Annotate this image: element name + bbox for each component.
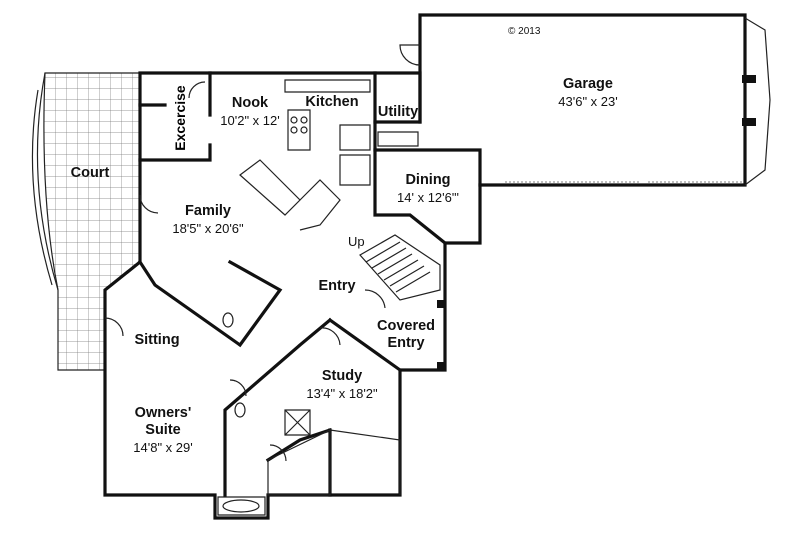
room-label-garage: Garage 43'6" x 23'	[558, 76, 617, 110]
cooktop-burner	[290, 126, 298, 134]
toilet	[234, 402, 246, 418]
shower	[284, 409, 311, 436]
room-name: Utility	[377, 104, 419, 120]
porch-post	[437, 362, 445, 370]
kitchen-counter	[284, 79, 371, 151]
room-dimensions: 14'8" x 29'	[133, 440, 193, 455]
room-label-entry: Entry	[318, 278, 355, 295]
room-label-utility: Utility	[378, 104, 418, 121]
garage-post	[742, 75, 756, 83]
cooktop-burner	[290, 116, 298, 124]
room-dimensions: 14' x 12'6"'	[397, 190, 459, 205]
room-name: Owners'	[134, 405, 192, 421]
room-label-dining: Dining 14' x 12'6"'	[397, 172, 459, 206]
room-name: Court	[70, 165, 110, 181]
room-name: Entry	[318, 278, 356, 294]
staircase	[359, 234, 441, 301]
garage-post	[742, 118, 756, 126]
room-name: Sitting	[134, 332, 180, 348]
room-dimensions: 43'6" x 23'	[558, 94, 618, 109]
room-label-family: Family 18'5" x 20'6"	[172, 203, 243, 237]
room-name: Nook	[231, 95, 269, 111]
pantry	[339, 154, 371, 186]
tub	[217, 496, 266, 516]
entry-door-swing	[319, 289, 386, 346]
copyright-text: © 2013	[508, 26, 541, 37]
garage-side-door	[399, 44, 421, 66]
room-name: Kitchen	[305, 94, 359, 110]
court-curved-edge	[31, 72, 59, 291]
utility-counter	[377, 131, 419, 147]
kitchen-bar	[239, 159, 341, 231]
room-name-line-2: Entry	[387, 335, 425, 351]
room-name-line-2: Suite	[145, 422, 181, 438]
room-label-kitchen: Kitchen	[305, 94, 358, 111]
room-name: Family	[185, 203, 231, 219]
court-patio	[43, 72, 141, 371]
room-label-court: Court	[71, 165, 110, 182]
toilet	[222, 312, 234, 328]
cooktop-burner	[300, 126, 308, 134]
room-label-covered-entry: Covered Entry	[377, 318, 435, 352]
closet	[267, 429, 331, 496]
room-label-sitting: Sitting	[134, 332, 179, 349]
porch-post	[437, 300, 445, 308]
room-label-exercise: Excercise	[172, 85, 188, 151]
room-label-study: Study 13'4" x 18'2"	[306, 368, 377, 402]
door-swings	[104, 81, 287, 462]
study-bay	[329, 429, 401, 495]
room-name: Garage	[563, 76, 613, 92]
room-name: Dining	[405, 172, 451, 188]
cooktop-burner	[300, 116, 308, 124]
tub-basin	[222, 499, 260, 513]
stair-up-label: Up	[348, 234, 365, 249]
garage-bay-wall	[744, 17, 771, 186]
kitchen-island	[287, 109, 311, 151]
room-label-owners-suite: Owners' Suite 14'8" x 29'	[133, 405, 192, 456]
room-name: Covered	[376, 318, 436, 334]
room-dimensions: 10'2" x 12'	[220, 113, 280, 128]
room-name: Study	[321, 368, 363, 384]
room-dimensions: 18'5" x 20'6"	[172, 221, 244, 236]
room-dimensions: 13'4" x 18'2"	[306, 386, 378, 401]
room-label-nook: Nook 10'2" x 12'	[220, 95, 279, 129]
